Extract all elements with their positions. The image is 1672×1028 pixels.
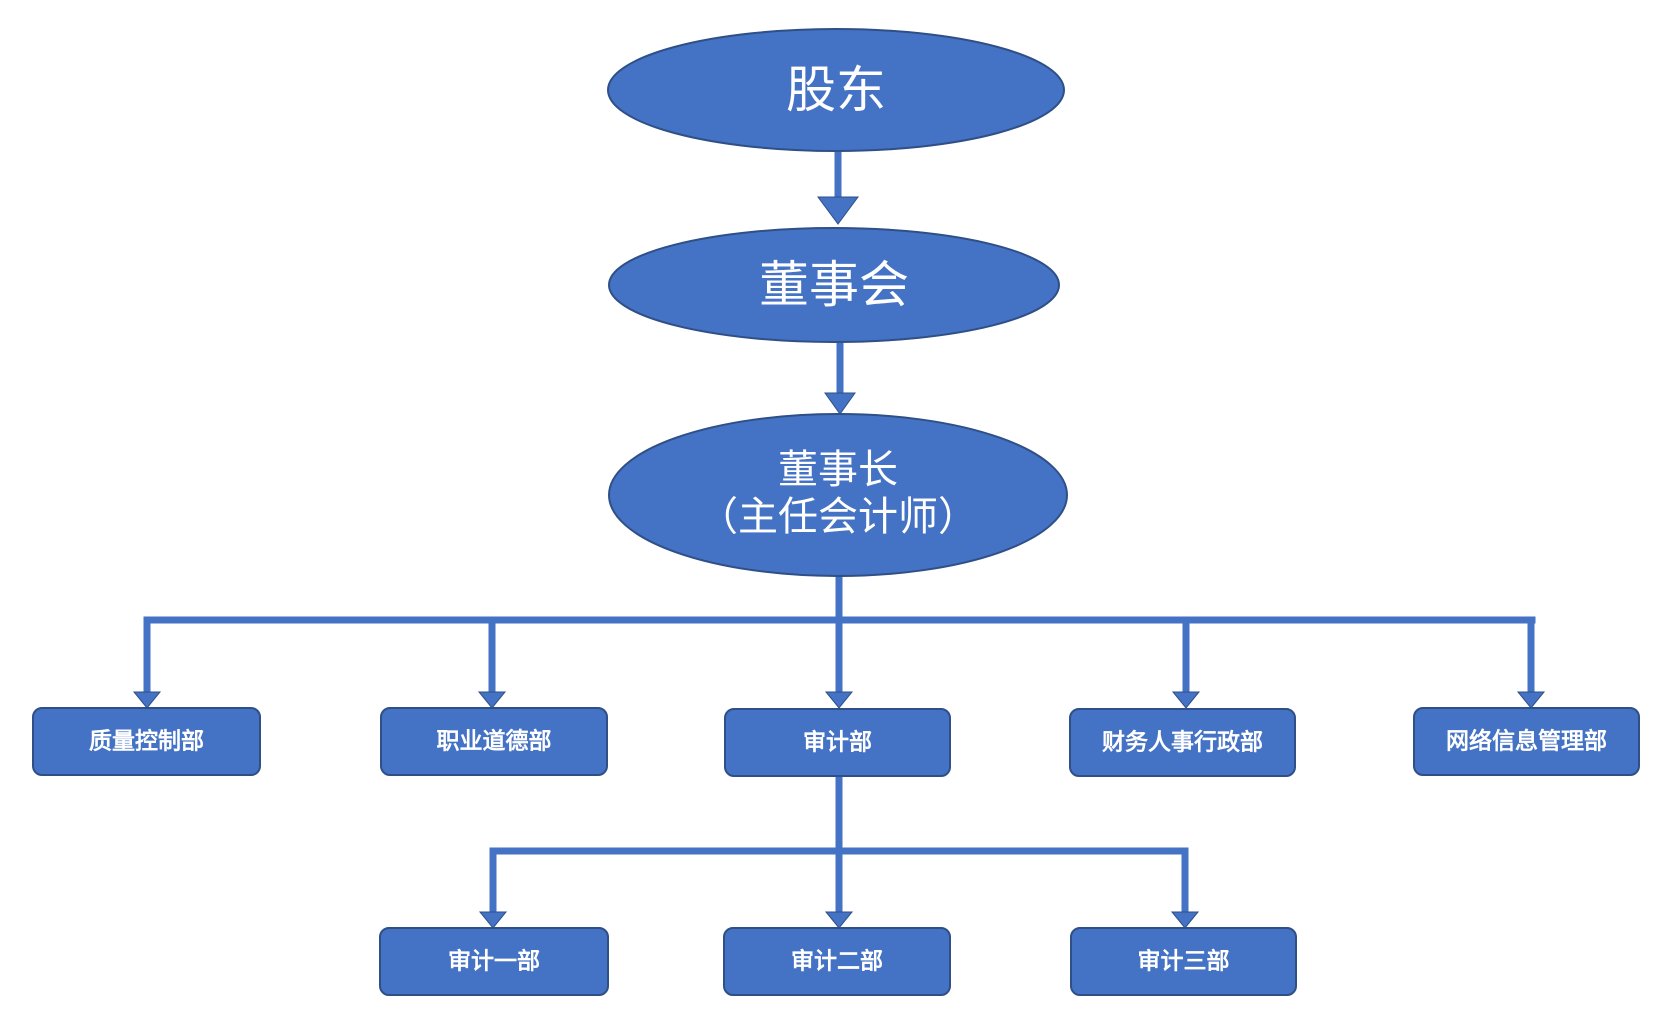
node-audit-3-shape: [1070, 927, 1297, 996]
node-professional-ethics-shape: [380, 707, 608, 776]
node-audit-2-label: 审计二部: [791, 948, 883, 975]
node-quality-control: 质量控制部: [32, 707, 261, 776]
node-network-info-label: 网络信息管理部: [1446, 728, 1607, 755]
node-audit-1-label: 审计一部: [448, 948, 540, 975]
node-shareholders: 股东: [607, 28, 1065, 152]
node-audit-1-shape: [379, 927, 609, 996]
node-finance-hr-admin-shape: [1069, 708, 1296, 777]
node-chairman: 董事长 （主任会计师）: [608, 413, 1068, 577]
node-chairman-role-label: （主任会计师）: [698, 494, 978, 540]
node-network-info: 网络信息管理部: [1413, 707, 1640, 776]
arrowhead-audit-1: [478, 911, 508, 929]
connectors: [132, 147, 1546, 929]
arrowhead-professional-ethics: [477, 691, 507, 709]
node-board-shape: [608, 227, 1060, 343]
node-board: 董事会: [608, 227, 1060, 343]
node-board-label: 董事会: [759, 256, 909, 314]
arrowhead-audit: [824, 691, 854, 709]
arrowhead-finance-hr-admin: [1171, 691, 1201, 709]
node-audit-shape: [724, 708, 951, 777]
arrowhead-audit-3: [1170, 911, 1200, 929]
node-professional-ethics: 职业道德部: [380, 707, 608, 776]
node-professional-ethics-label: 职业道德部: [437, 728, 552, 755]
arrowhead-board: [817, 196, 859, 225]
node-chairman-shape: [608, 413, 1068, 577]
node-finance-hr-admin-label: 财务人事行政部: [1102, 729, 1263, 756]
node-audit-label: 审计部: [803, 729, 872, 756]
node-audit-3: 审计三部: [1070, 927, 1297, 996]
node-network-info-shape: [1413, 707, 1640, 776]
node-shareholders-label: 股东: [786, 61, 886, 119]
node-chairman-label: 董事长: [778, 447, 898, 493]
node-audit-2-shape: [723, 927, 951, 996]
node-finance-hr-admin: 财务人事行政部: [1069, 708, 1296, 777]
node-audit-2: 审计二部: [723, 927, 951, 996]
node-quality-control-shape: [32, 707, 261, 776]
arrowhead-audit-2: [824, 911, 854, 929]
node-audit: 审计部: [724, 708, 951, 777]
node-quality-control-label: 质量控制部: [89, 728, 204, 755]
node-audit-3-label: 审计三部: [1138, 948, 1230, 975]
node-shareholders-shape: [607, 28, 1065, 152]
node-audit-1: 审计一部: [379, 927, 609, 996]
arrowhead-chairman: [824, 392, 856, 415]
arrowhead-network-info: [1516, 691, 1546, 709]
arrowhead-quality-control: [132, 691, 162, 709]
